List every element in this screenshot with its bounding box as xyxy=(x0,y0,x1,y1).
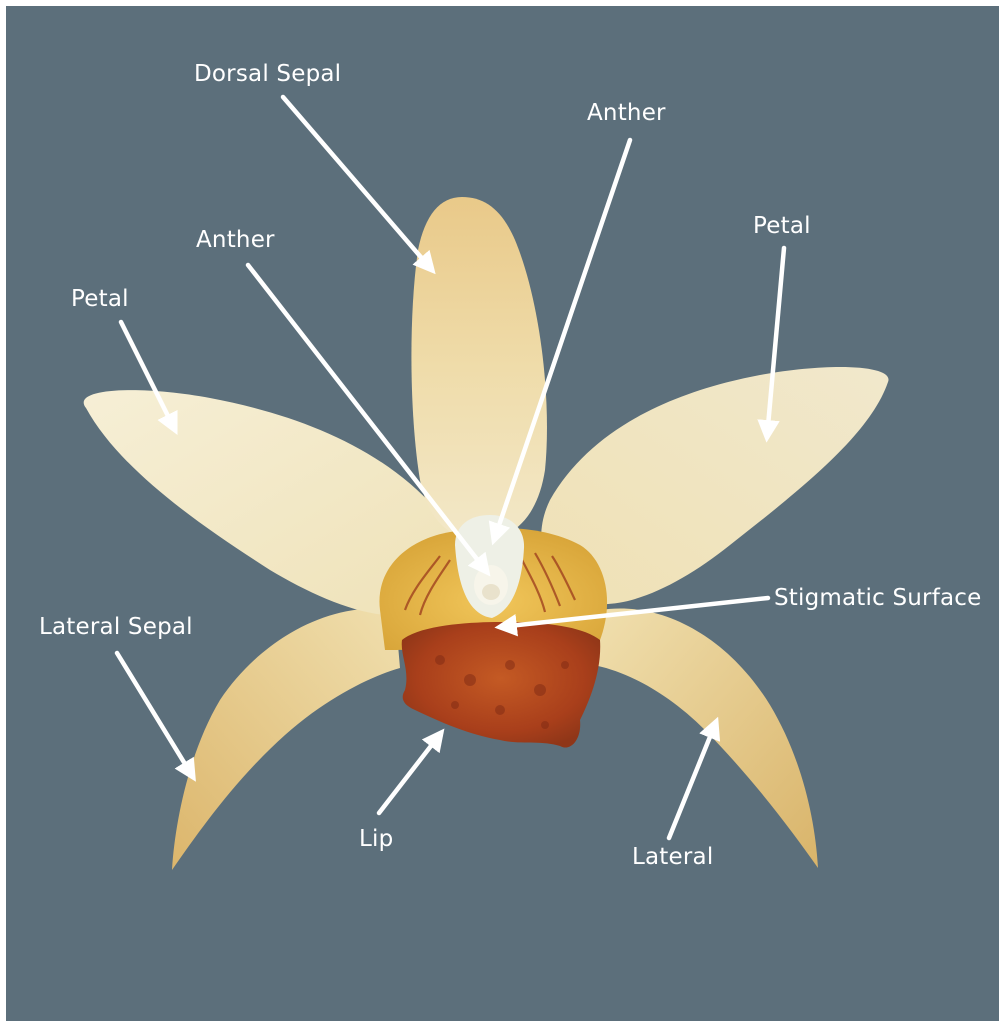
label-stigmatic-surface: Stigmatic Surface xyxy=(774,584,982,612)
arrow-dorsal-sepal xyxy=(283,97,432,270)
arrow-lateral-sepal-left xyxy=(117,653,193,777)
label-anther-top: Anther xyxy=(587,99,666,127)
label-lateral-sepal-left: Lateral Sepal xyxy=(39,613,193,641)
arrow-lateral-right xyxy=(669,722,716,838)
arrow-lip xyxy=(379,733,441,813)
label-lip: Lip xyxy=(359,825,393,853)
dorsal-sepal xyxy=(411,197,547,540)
lip xyxy=(402,622,600,748)
anther-shadow xyxy=(482,584,500,600)
label-anther-left: Anther xyxy=(196,226,275,254)
label-petal-left: Petal xyxy=(71,285,129,313)
label-petal-right: Petal xyxy=(753,212,811,240)
label-dorsal-sepal: Dorsal Sepal xyxy=(194,60,341,88)
label-lateral-right: Lateral xyxy=(632,843,713,871)
